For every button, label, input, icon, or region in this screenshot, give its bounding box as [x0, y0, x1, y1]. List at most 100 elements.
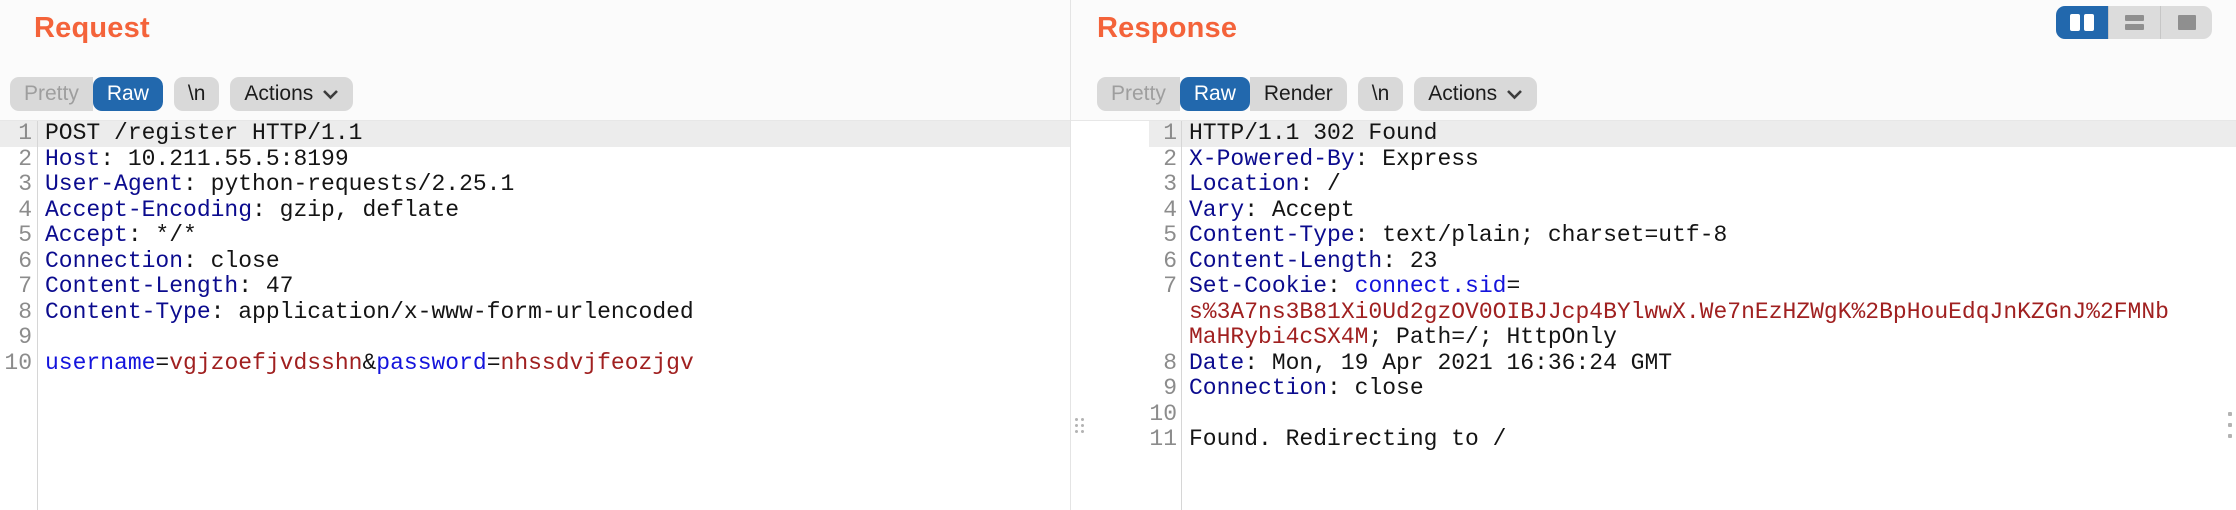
code-text: User-Agent: python-requests/2.25.1 [45, 171, 515, 197]
response-gutter-divider [1181, 121, 1182, 510]
response-editor[interactable]: 1 HTTP/1.1 302 Found 2 X-Powered-By: Expres… [1071, 120, 2236, 510]
response-line-9[interactable]: 9 Connection: close [1149, 375, 2236, 402]
line-number: 11 [1149, 426, 1177, 452]
line-number [1149, 325, 1181, 351]
line-number: 9 [18, 324, 32, 350]
response-code: 1 HTTP/1.1 302 Found 2 X-Powered-By: Expres… [1149, 120, 2236, 453]
response-line-11[interactable]: 11 Found. Redirecting to / [1149, 426, 2236, 453]
pane-layout-toggle [2056, 6, 2212, 39]
request-line-3[interactable]: 3 User-Agent: python-requests/2.25.1 [0, 171, 1070, 198]
code-text: Location: / [1189, 171, 1341, 197]
response-tab-raw[interactable]: Raw [1179, 77, 1250, 111]
code-text: Accept-Encoding: gzip, deflate [45, 196, 460, 223]
chevron-down-icon [323, 89, 339, 99]
line-number: 2 [18, 145, 32, 172]
code-text: Set-Cookie: connect.sid= [1189, 273, 1521, 299]
line-number: 10 [1149, 400, 1177, 427]
line-number: 7 [1163, 273, 1177, 299]
chevron-down-icon [1507, 89, 1523, 99]
columns-icon [2070, 14, 2094, 31]
rows-icon [2125, 15, 2144, 30]
response-line-wrap[interactable]: s%3A7ns3B81Xi0Ud2gzOV0OIBJJcp4BYlwwX.We7… [1149, 298, 2236, 326]
request-tab-bar: Pretty Raw \n Actions [10, 77, 354, 111]
response-line-2[interactable]: 2 X-Powered-By: Express [1149, 145, 2236, 173]
right-edge-grip-icon[interactable] [2228, 412, 2232, 438]
response-tab-label: Pretty [1111, 82, 1166, 105]
request-line-8[interactable]: 8 Content-Type: application/x-www-form-ur… [0, 298, 1070, 326]
response-tab-label: \n [1371, 82, 1390, 105]
split-columns-view-button[interactable] [2056, 6, 2108, 39]
response-tab-n[interactable]: \n [1357, 77, 1404, 111]
response-tab-render[interactable]: Render [1249, 77, 1347, 111]
code-text: Content-Type: application/x-www-form-url… [45, 298, 694, 325]
line-number: 5 [18, 222, 32, 248]
code-text: Date: Mon, 19 Apr 2021 16:36:24 GMT [1189, 349, 1673, 376]
splitter-grip-icon[interactable] [1075, 418, 1084, 433]
line-number: 8 [18, 298, 32, 325]
code-text: MaHRybi4cSX4M; Path=/; HttpOnly [1189, 324, 1617, 350]
code-text: Content-Length: 23 [1189, 247, 1438, 274]
line-number: 3 [1163, 171, 1177, 197]
code-text: Vary: Accept [1189, 196, 1355, 223]
code-text: Accept: */* [45, 222, 197, 248]
request-tab-raw[interactable]: Raw [92, 77, 163, 111]
line-number: 2 [1163, 145, 1177, 172]
response-tab-label: Raw [1193, 82, 1236, 105]
response-line-1[interactable]: 1 HTTP/1.1 302 Found [1149, 120, 2236, 147]
line-number: 4 [18, 196, 32, 223]
request-tab-label: Raw [106, 82, 149, 105]
response-line-7[interactable]: 7 Set-Cookie: connect.sid= [1149, 273, 2236, 300]
line-number: 10 [4, 349, 32, 376]
line-number [1149, 300, 1181, 326]
line-number: 6 [18, 247, 32, 274]
code-text [1181, 402, 1189, 428]
response-tab-actions[interactable]: Actions [1414, 77, 1538, 111]
response-line-8[interactable]: 8 Date: Mon, 19 Apr 2021 16:36:24 GMT [1149, 349, 2236, 377]
request-tab-actions[interactable]: Actions [230, 77, 354, 111]
line-number: 8 [1163, 349, 1177, 376]
request-line-9[interactable]: 9 [0, 324, 1070, 351]
response-line-3[interactable]: 3 Location: / [1149, 171, 2236, 198]
request-gutter-divider [37, 121, 38, 510]
request-line-5[interactable]: 5 Accept: */* [0, 222, 1070, 249]
code-text [37, 325, 45, 351]
single-pane-view-button[interactable] [2160, 6, 2212, 39]
single-pane-icon [2177, 15, 2196, 30]
response-tab-label: Actions [1428, 82, 1498, 105]
code-text: Found. Redirecting to / [1189, 426, 1507, 452]
code-text: Connection: close [1189, 375, 1424, 401]
response-line-wrap[interactable]: MaHRybi4cSX4M; Path=/; HttpOnly [1149, 324, 2236, 351]
request-tab-label: Pretty [24, 82, 79, 105]
request-title: Request [34, 12, 150, 44]
response-line-10[interactable]: 10 [1149, 400, 2236, 428]
panel-divider [1070, 0, 1071, 510]
line-number: 3 [18, 171, 32, 197]
request-tab-pretty[interactable]: Pretty [10, 77, 93, 111]
code-text: X-Powered-By: Express [1189, 145, 1479, 172]
response-tab-pretty[interactable]: Pretty [1097, 77, 1180, 111]
request-tab-label: Actions [244, 82, 314, 105]
code-text: Host: 10.211.55.5:8199 [45, 145, 349, 172]
request-line-4[interactable]: 4 Accept-Encoding: gzip, deflate [0, 196, 1070, 224]
code-text: HTTP/1.1 302 Found [1189, 120, 1438, 146]
line-number: 9 [1163, 375, 1177, 401]
request-line-2[interactable]: 2 Host: 10.211.55.5:8199 [0, 145, 1070, 173]
line-number: 1 [1163, 120, 1177, 146]
request-tab-n[interactable]: \n [173, 77, 220, 111]
split-rows-view-button[interactable] [2108, 6, 2160, 39]
code-text: POST /register HTTP/1.1 [45, 120, 363, 146]
response-tab-label: Render [1263, 82, 1333, 105]
response-tab-bar: Pretty Raw Render \n Actions [1097, 77, 1538, 111]
code-text: s%3A7ns3B81Xi0Ud2gzOV0OIBJJcp4BYlwwX.We7… [1189, 298, 2169, 325]
